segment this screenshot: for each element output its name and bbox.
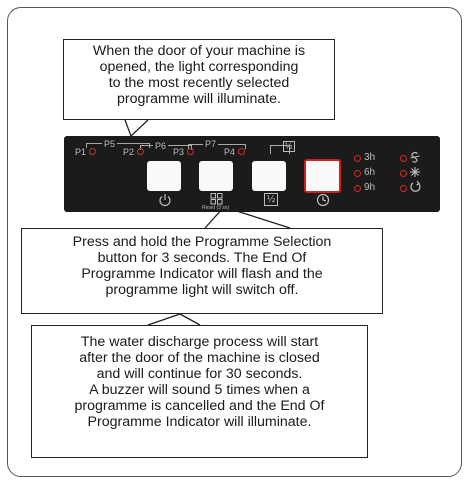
- rinse-aid-led: [400, 170, 407, 177]
- reset-label: Reset (3 sn): [202, 205, 230, 211]
- delay-led-3h: [354, 155, 361, 162]
- group-label-p6: P6: [153, 141, 169, 151]
- timer-icon: [316, 193, 330, 207]
- callout-press-hold: Press and hold the Programme Selection b…: [21, 228, 383, 314]
- programme-label-p4: P4: [224, 147, 236, 157]
- group-label-p7: P7: [203, 139, 219, 149]
- delay-label-3h: 3h: [364, 152, 376, 163]
- power-icon: [159, 194, 171, 207]
- programme-led-p4: [238, 148, 245, 155]
- delay-timer-button[interactable]: [304, 159, 341, 193]
- control-panel: P5 P6 P7 ½ P1 P2 P3 P4 Reset (3 sn) ½ 3h…: [64, 136, 440, 212]
- power-button[interactable]: [147, 161, 181, 191]
- salt-icon: [410, 151, 420, 163]
- rinse-aid-icon: [410, 167, 420, 177]
- delay-label-6h: 6h: [364, 167, 376, 178]
- callout-discharge: The water discharge process will start a…: [31, 325, 368, 458]
- outer-frame: [7, 7, 462, 477]
- salt-led: [400, 155, 407, 162]
- group-label-p5: P5: [102, 139, 118, 149]
- reset-grid-icon: [210, 193, 223, 205]
- programme-label-p2: P2: [123, 147, 135, 157]
- half-load-icon: ½: [264, 193, 279, 206]
- programme-led-p1: [89, 148, 96, 155]
- programme-selection-button[interactable]: [199, 161, 233, 191]
- half-load-small-icon: ½: [283, 141, 295, 152]
- delay-led-9h: [354, 185, 361, 192]
- bracket-half-load: [270, 145, 290, 154]
- callout-door-open: When the door of your machine is opened,…: [63, 39, 335, 120]
- end-of-programme-led: [400, 185, 407, 192]
- end-of-programme-icon: [410, 180, 421, 192]
- delay-led-6h: [354, 170, 361, 177]
- programme-label-p1: P1: [75, 147, 87, 157]
- half-load-button[interactable]: [252, 161, 286, 191]
- programme-label-p3: P3: [173, 147, 185, 157]
- programme-led-p2: [137, 148, 144, 155]
- programme-led-p3: [187, 148, 194, 155]
- delay-label-9h: 9h: [364, 182, 376, 193]
